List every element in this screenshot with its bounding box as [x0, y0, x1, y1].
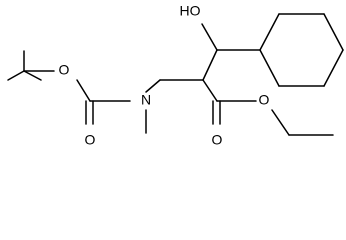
boc-oxygen-to-carbonyl-carbon-bond	[76, 79, 91, 102]
ester-oxygen-to-ethyl-bond	[271, 109, 290, 136]
boc-ether-oxygen-label: O	[59, 62, 70, 78]
chemical-structure-diagram: HO O O N O O	[7, 3, 344, 148]
tbutyl-bond-right	[23, 70, 42, 81]
backbone-to-ester-carbon-bond	[202, 79, 218, 102]
cyclohexyl-bond-4	[323, 49, 344, 87]
cyclohexyl-bond-6	[259, 49, 280, 87]
bonds-layer	[7, 13, 344, 136]
ester-ether-oxygen-label: O	[259, 92, 270, 108]
boc-carbonyl-oxygen-label: O	[85, 132, 96, 148]
tbutyl-bond-left	[7, 70, 25, 81]
backbone-to-hydroxymethine-bond	[202, 49, 218, 81]
amine-nitrogen-label: N	[141, 92, 151, 108]
cyclohexyl-bond-1	[259, 13, 280, 51]
ester-carbonyl-oxygen-label: O	[212, 132, 223, 148]
hydroxyl-label: HO	[180, 3, 201, 19]
hydroxymethine-to-oxygen-bond	[201, 23, 218, 51]
atom-labels-layer: HO O O N O O	[59, 3, 270, 148]
cyclohexyl-bond-3	[323, 13, 344, 51]
nitrogen-to-methylene-bond	[145, 79, 161, 93]
